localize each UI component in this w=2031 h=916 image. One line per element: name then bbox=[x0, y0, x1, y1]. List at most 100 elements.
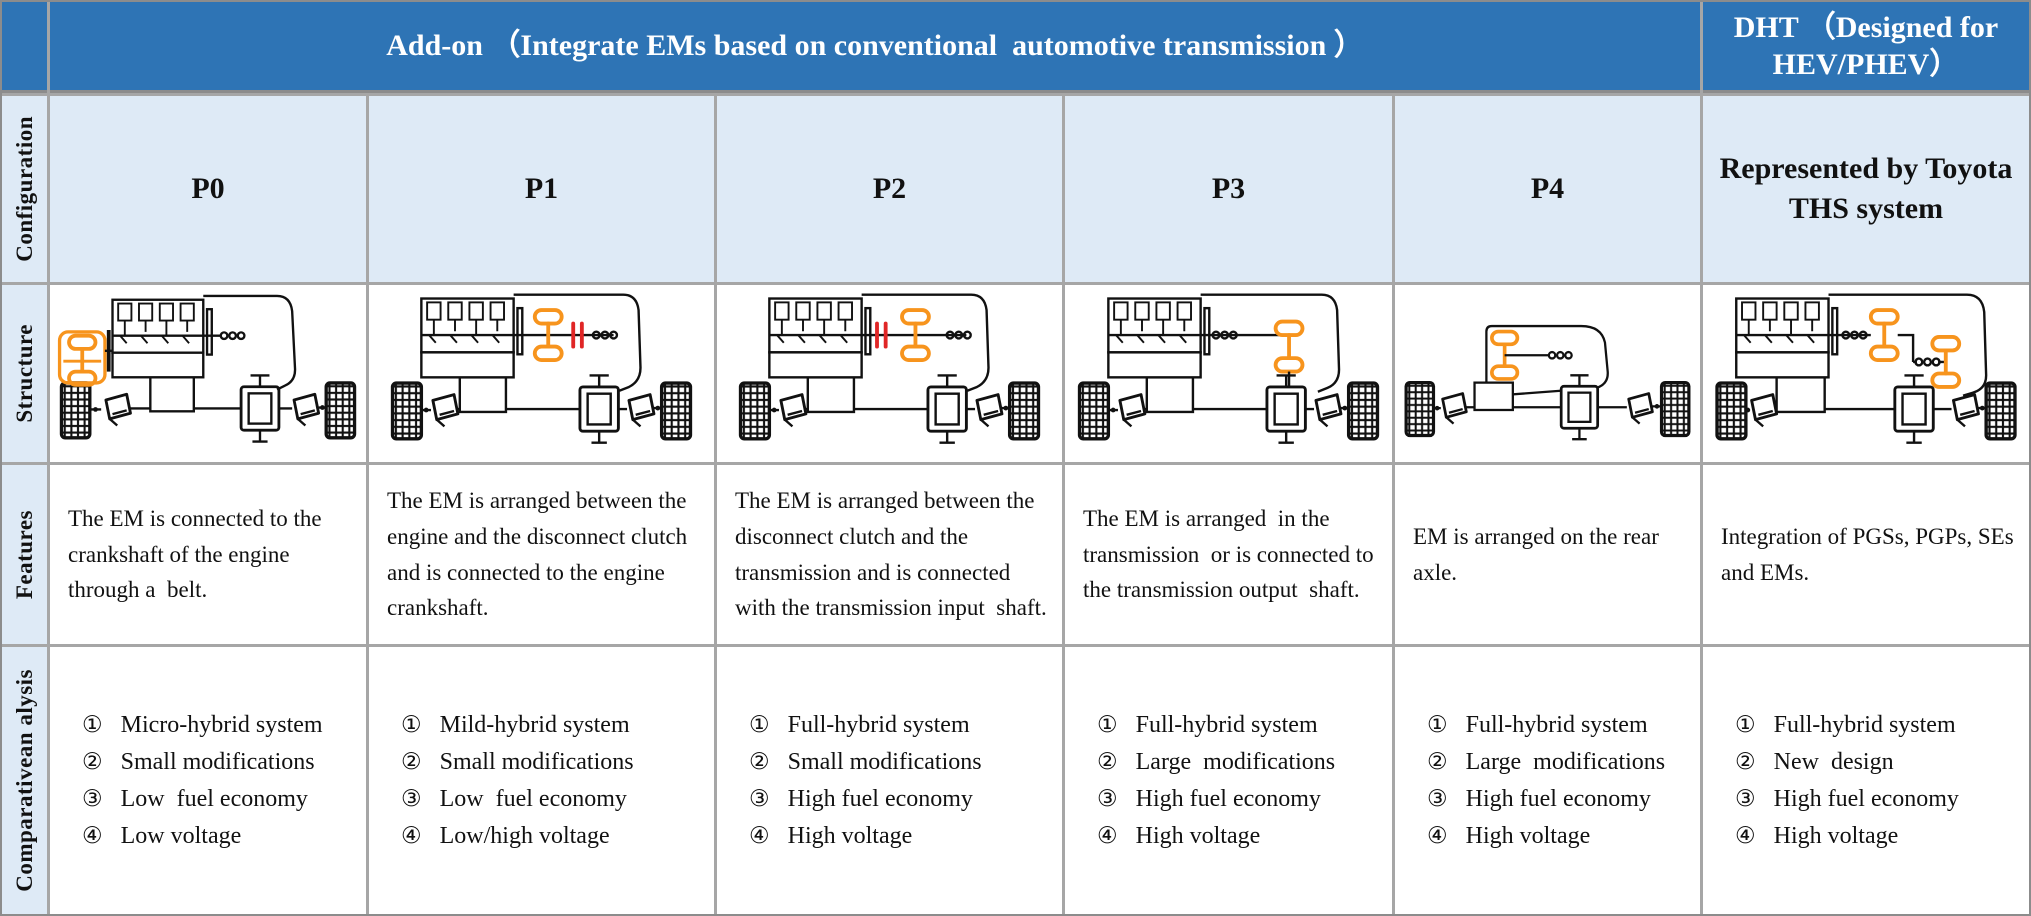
row-label-analysis: Comparativean alysis bbox=[2, 647, 47, 914]
circled-number-icon: ② bbox=[1097, 749, 1118, 775]
cv-joint-icon bbox=[627, 393, 656, 428]
circled-number-icon: ④ bbox=[401, 823, 422, 849]
circled-number-icon: ④ bbox=[82, 823, 103, 849]
config-p1: P1 bbox=[369, 96, 714, 282]
transmission-icon bbox=[1559, 373, 1600, 441]
circled-number-icon: ③ bbox=[1097, 786, 1118, 812]
cv-joint-icon bbox=[292, 392, 321, 427]
circled-number-icon: ④ bbox=[1427, 823, 1448, 849]
cv-joint-icon bbox=[1441, 392, 1468, 426]
circled-number-icon: ① bbox=[749, 712, 770, 738]
config-p0: P0 bbox=[50, 96, 366, 282]
config-p4: P4 bbox=[1395, 96, 1700, 282]
circled-number-icon: ③ bbox=[1735, 786, 1756, 812]
powertrain-schematic-p1 bbox=[390, 293, 693, 445]
gear-train-icon bbox=[219, 331, 246, 341]
electric-motor-icon bbox=[1930, 335, 1962, 389]
flywheel-icon bbox=[1831, 306, 1839, 356]
structure-cell-p3 bbox=[1065, 285, 1392, 462]
transmission-icon bbox=[1265, 373, 1307, 445]
structure-cell-p0 bbox=[50, 285, 366, 462]
config-p2: P2 bbox=[717, 96, 1062, 282]
circled-number-icon: ④ bbox=[1097, 823, 1118, 849]
structure-cell-dht bbox=[1703, 285, 2029, 462]
circled-number-icon: ③ bbox=[401, 786, 422, 812]
flywheel-icon bbox=[1203, 306, 1211, 356]
cv-joint-icon bbox=[779, 393, 808, 428]
gear-train-icon bbox=[1914, 357, 1941, 367]
circled-number-icon: ④ bbox=[1735, 823, 1756, 849]
row-label-features: Features bbox=[2, 465, 47, 644]
cv-joint-icon bbox=[1314, 393, 1343, 428]
powertrain-schematic-p3 bbox=[1077, 293, 1380, 445]
powertrain-schematic-p4 bbox=[1404, 324, 1691, 441]
cv-joint-icon bbox=[431, 393, 460, 428]
circled-number-icon: ① bbox=[1097, 712, 1118, 738]
config-dht: Represented by Toyota THS system bbox=[1703, 96, 2029, 282]
cv-joint-icon bbox=[1118, 393, 1147, 428]
flywheel-icon bbox=[516, 306, 524, 356]
electric-motor-icon bbox=[1868, 308, 1900, 362]
circled-number-icon: ③ bbox=[1427, 786, 1448, 812]
engine-icon bbox=[1735, 297, 1830, 379]
features-p3: The EM is arranged in the transmission o… bbox=[1065, 465, 1392, 644]
cv-joint-icon bbox=[104, 392, 132, 427]
header-addon: Add-on （Integrate EMs based on conventio… bbox=[50, 2, 1700, 93]
features-p4: EM is arranged on the rear axle. bbox=[1395, 465, 1700, 644]
structure-cell-p1 bbox=[369, 285, 714, 462]
cv-joint-icon bbox=[1750, 393, 1779, 428]
circled-number-icon: ② bbox=[1735, 749, 1756, 775]
row-label-structure: Structure bbox=[2, 285, 47, 462]
cv-joint-icon bbox=[1627, 392, 1654, 426]
circled-number-icon: ③ bbox=[749, 786, 770, 812]
engine-icon bbox=[420, 297, 515, 379]
features-dht: Integration of PGSs, PGPs, SEs and EMs. bbox=[1703, 465, 2029, 644]
transmission-icon bbox=[926, 373, 968, 445]
electric-motor-icon bbox=[57, 330, 107, 387]
circled-number-icon: ① bbox=[401, 712, 422, 738]
features-p1: The EM is arranged between the engine an… bbox=[369, 465, 714, 644]
powertrain-schematic-p2 bbox=[738, 293, 1041, 445]
row-label-configuration: Configuration bbox=[2, 96, 47, 282]
engine-icon bbox=[1107, 297, 1202, 379]
engine-icon bbox=[111, 298, 205, 379]
circled-number-icon: ② bbox=[1427, 749, 1448, 775]
circled-number-icon: ① bbox=[82, 712, 103, 738]
circled-number-icon: ① bbox=[1735, 712, 1756, 738]
flywheel-icon bbox=[205, 308, 213, 356]
cv-joint-icon bbox=[975, 393, 1004, 428]
features-p2: The EM is arranged between the disconnec… bbox=[717, 465, 1062, 644]
config-p3: P3 bbox=[1065, 96, 1392, 282]
circled-number-icon: ② bbox=[749, 749, 770, 775]
circled-number-icon: ② bbox=[82, 749, 103, 775]
engine-icon bbox=[768, 297, 863, 379]
transmission-icon bbox=[578, 373, 620, 445]
powertrain-schematic-p0 bbox=[57, 294, 357, 443]
